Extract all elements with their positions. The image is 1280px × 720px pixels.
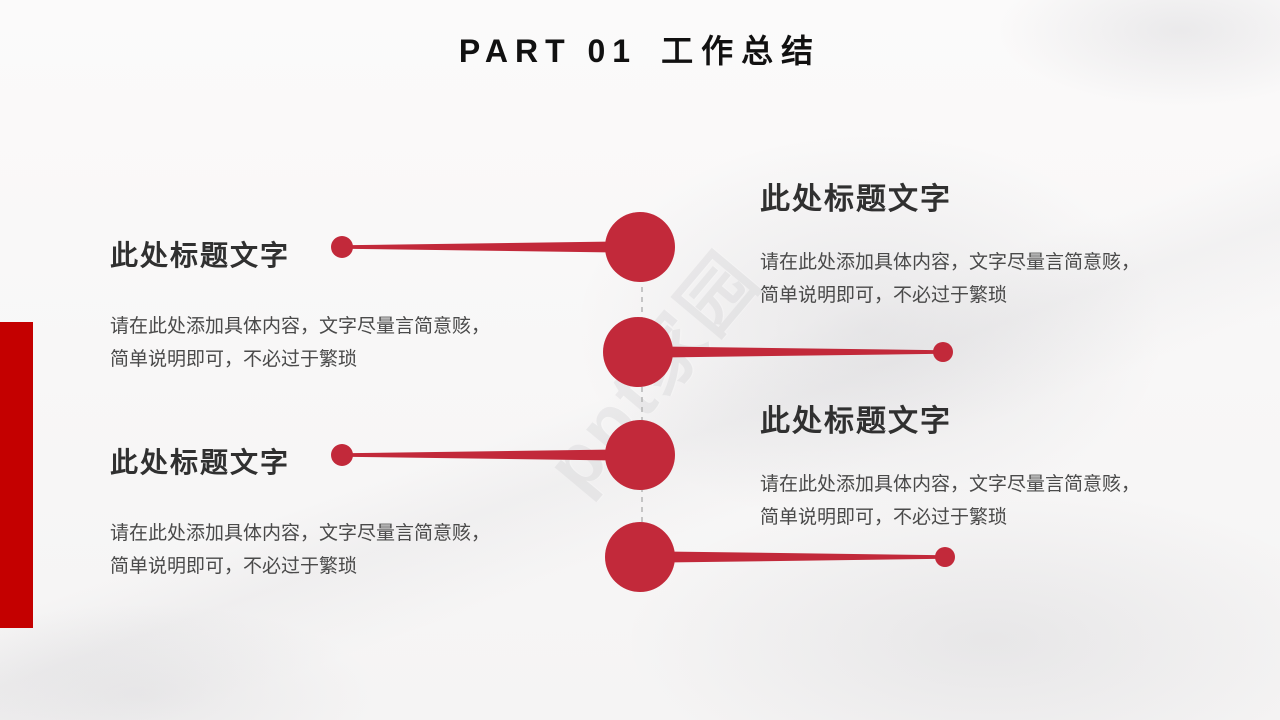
section-body-line: 请在此处添加具体内容，文字尽量言简意赅， (110, 316, 491, 337)
connector-line-2 (662, 346, 943, 358)
section-body: 请在此处添加具体内容，文字尽量言简意赅， 简单说明即可，不必过于繁琐 (760, 468, 1205, 534)
section-top-right: 此处标题文字 请在此处添加具体内容，文字尽量言简意赅， 简单说明即可，不必过于繁… (760, 174, 1205, 312)
section-body-line: 请在此处添加具体内容，文字尽量言简意赅， (110, 523, 491, 544)
section-body-line: 请在此处添加具体内容，文字尽量言简意赅， (760, 252, 1141, 273)
section-body-line: 简单说明即可，不必过于繁琐 (760, 285, 1008, 306)
slide-header: PART 01 工作总结 (0, 26, 1280, 72)
section-bottom-right: 此处标题文字 请在此处添加具体内容，文字尽量言简意赅， 简单说明即可，不必过于繁… (760, 396, 1205, 534)
connector-line-3 (342, 449, 616, 461)
section-title: 此处标题文字 (110, 240, 291, 271)
section-body: 请在此处添加具体内容，文字尽量言简意赅， 简单说明即可，不必过于繁琐 (110, 517, 580, 583)
connector-end-dot-2 (933, 342, 953, 362)
connector-end-dot-3 (331, 444, 353, 466)
section-body-line: 请在此处添加具体内容，文字尽量言简意赅， (760, 474, 1141, 495)
section-body: 请在此处添加具体内容，文字尽量言简意赅， 简单说明即可，不必过于繁琐 (110, 310, 580, 376)
timeline-node-4 (605, 522, 675, 592)
section-bottom-left: 此处标题文字 请在此处添加具体内容，文字尽量言简意赅， 简单说明即可，不必过于繁… (110, 441, 580, 583)
section-top-left: 此处标题文字 请在此处添加具体内容，文字尽量言简意赅， 简单说明即可，不必过于繁… (110, 234, 580, 376)
connector-end-dot-1 (331, 236, 353, 258)
connector-line-1 (342, 241, 616, 253)
section-title: 此处标题文字 (760, 405, 952, 438)
timeline-node-2 (603, 317, 673, 387)
section-body-line: 简单说明即可，不必过于繁琐 (760, 507, 1008, 528)
section-body-line: 简单说明即可，不必过于繁琐 (110, 556, 358, 577)
section-title: 此处标题文字 (110, 447, 291, 478)
section-title: 此处标题文字 (760, 183, 952, 216)
timeline-node-3 (605, 420, 675, 490)
section-body-line: 简单说明即可，不必过于繁琐 (110, 349, 358, 370)
connector-line-4 (664, 551, 945, 563)
connector-end-dot-4 (935, 547, 955, 567)
page-title: 工作总结 (661, 33, 822, 69)
red-accent-bar (0, 322, 33, 628)
section-body: 请在此处添加具体内容，文字尽量言简意赅， 简单说明即可，不必过于繁琐 (760, 246, 1205, 312)
timeline-node-1 (605, 212, 675, 282)
header-part-label: PART 01 (458, 33, 638, 69)
